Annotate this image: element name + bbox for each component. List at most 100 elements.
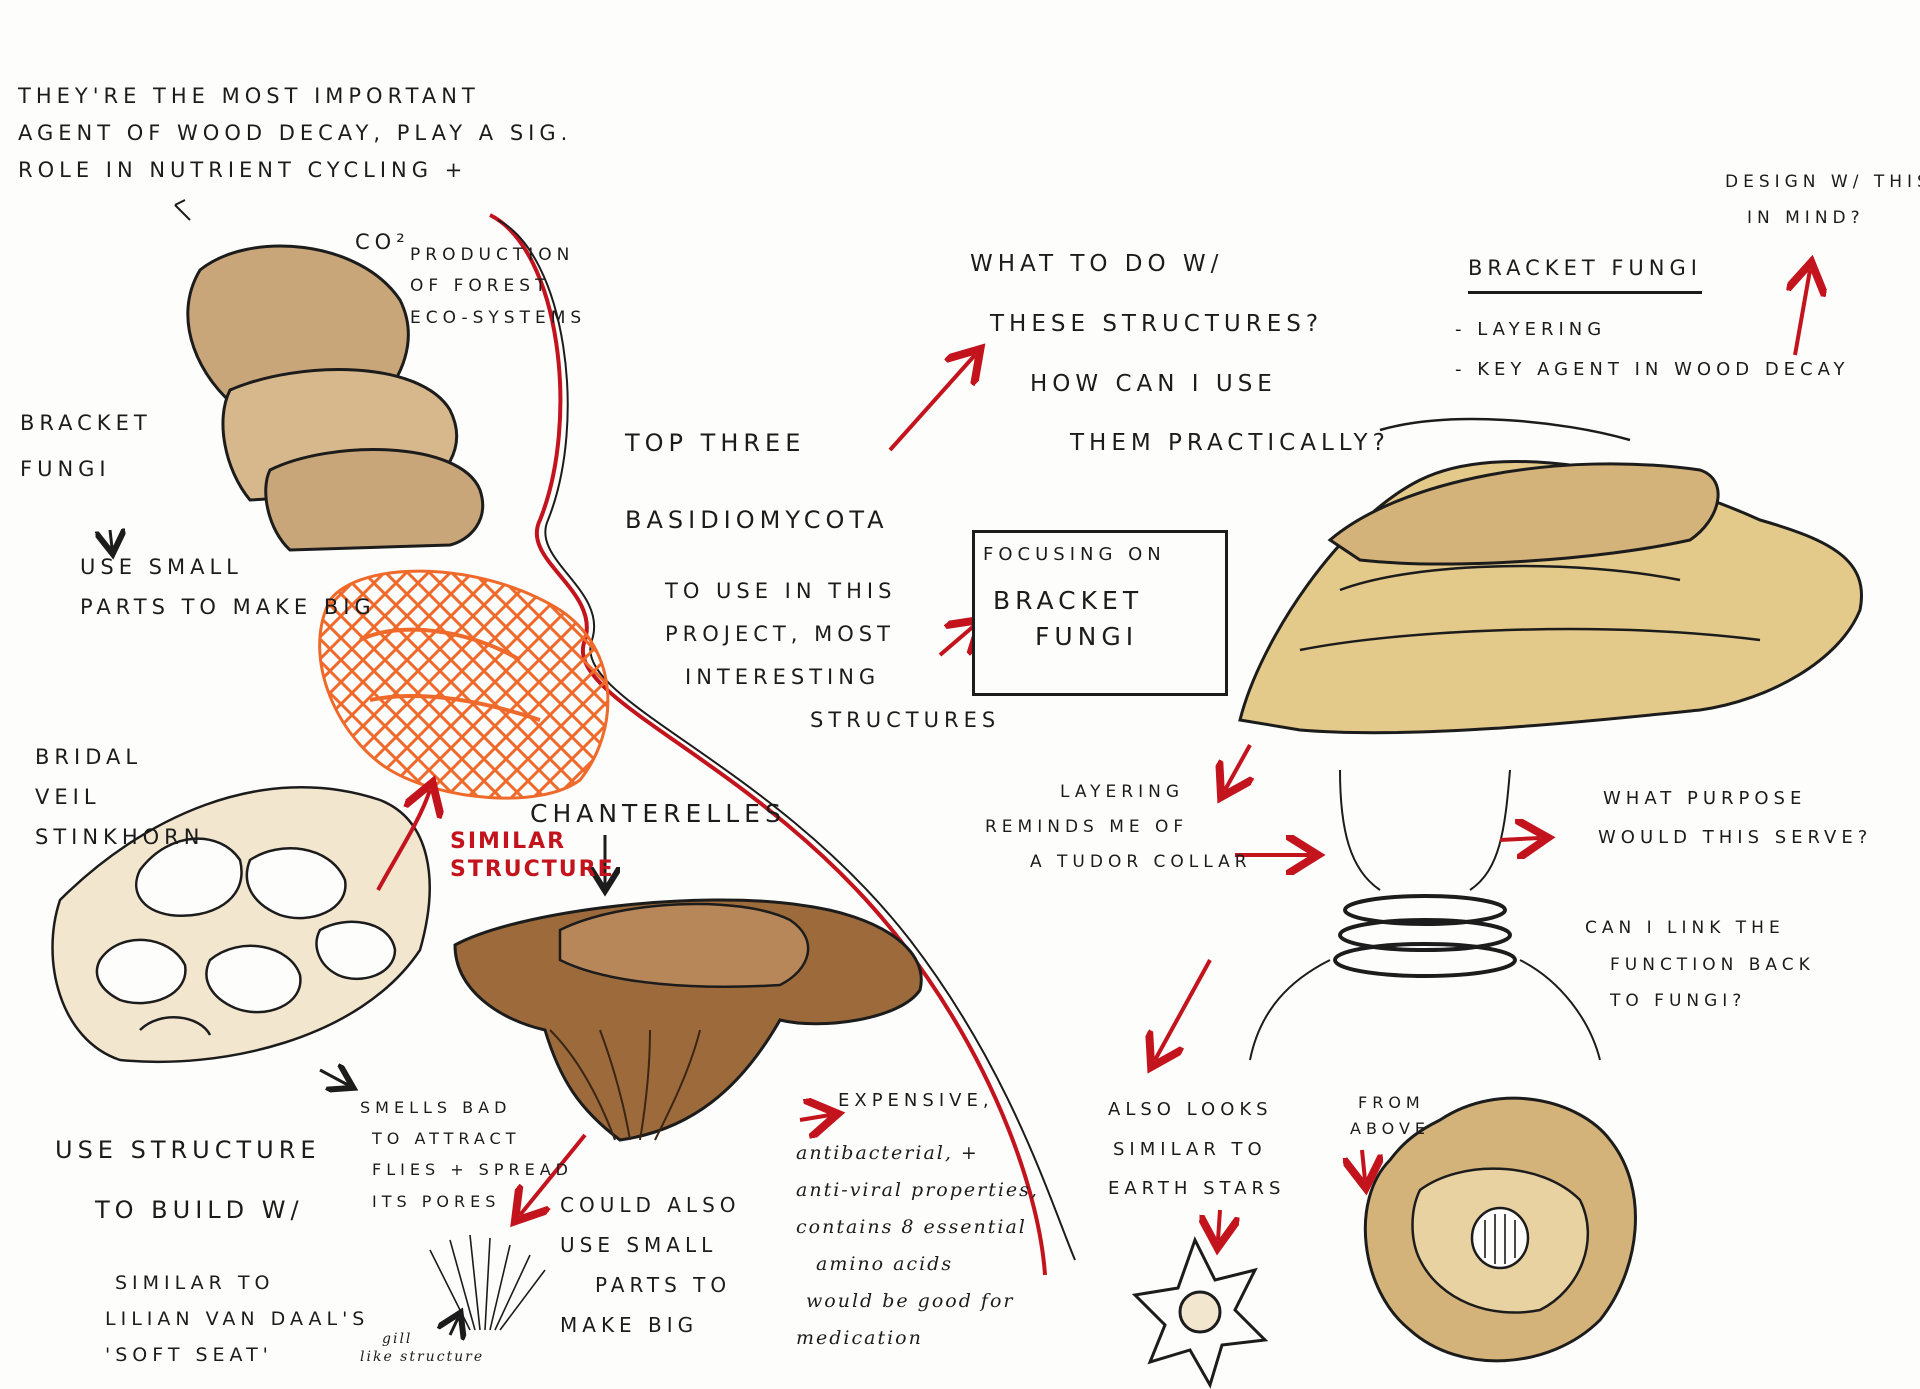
note-line: medication — [796, 1327, 923, 1350]
focus-subject: BRACKET FUNGI — [993, 583, 1143, 656]
note-line: anti-viral properties, — [796, 1179, 1039, 1202]
what-purpose-note: WHAT PURPOSE WOULD THIS SERVE? — [1598, 780, 1872, 857]
orange-mesh-sample — [318, 569, 610, 800]
note-line: A TUDOR COLLAR — [1030, 851, 1252, 872]
bracket-fungi-heading: BRACKET FUNGI — [1468, 250, 1702, 294]
note-line: USE STRUCTURE — [55, 1136, 321, 1164]
note-line: ALSO LOOKS — [1108, 1099, 1273, 1120]
note-line: THESE STRUCTURES? — [990, 310, 1324, 337]
note-line: STINKHORN — [35, 824, 205, 849]
note-line: HOW CAN I USE — [1030, 370, 1277, 397]
black-arrows — [110, 530, 605, 1335]
note-line: gill — [382, 1331, 413, 1347]
note-line: BRACKET — [20, 411, 152, 435]
note-line: TO FUNGI? — [1610, 991, 1747, 1012]
note-line: FUNGI — [1035, 622, 1139, 652]
note-line: BASIDIOMYCOTA — [625, 505, 889, 534]
what-to-do-note: WHAT TO DO W/ THESE STRUCTURES? HOW CAN … — [970, 235, 1390, 474]
note-line: CAN I LINK THE — [1585, 918, 1785, 938]
properties-note: antibacterial, + anti-viral properties, … — [796, 1135, 1039, 1357]
note-line: EARTH STARS — [1108, 1178, 1286, 1200]
note-line: antibacterial, + — [796, 1142, 979, 1164]
could-also-note: COULD ALSO USE SMALL PARTS TO MAKE BIG — [560, 1185, 741, 1345]
note-line: DESIGN W/ THIS — [1725, 172, 1920, 192]
note-line: PARTS TO MAKE BIG — [80, 594, 376, 619]
production-note: PRODUCTION OF FOREST ECO-SYSTEMS — [410, 240, 586, 334]
red-arrows — [376, 270, 1810, 1240]
note-line: MAKE BIG — [560, 1313, 699, 1337]
note-line: BRACKET — [993, 586, 1144, 615]
note-line: INTERESTING — [685, 665, 881, 690]
note-line: REMINDS ME OF — [985, 816, 1189, 837]
smells-bad-note: SMELLS BAD TO ATTRACT FLIES + SPREAD ITS… — [360, 1092, 573, 1217]
focusing-on-label: FOCUSING ON — [983, 544, 1166, 565]
large-bracket-fungi-drawing — [1238, 417, 1863, 735]
note-line: ROLE IN NUTRIENT CYCLING + — [18, 157, 468, 182]
note-line: AGENT OF WOOD DECAY, PLAY A SIG. — [18, 120, 573, 145]
note-line: SIMILAR TO — [1113, 1138, 1267, 1160]
note-line: SMELLS BAD — [360, 1098, 512, 1117]
note-line: THEM PRACTICALLY? — [1070, 430, 1390, 457]
tudor-collar-figure — [1249, 769, 1601, 1061]
note-line: FUNGI — [20, 457, 111, 482]
note-line: amino acids — [816, 1253, 954, 1276]
note-line: TO ATTRACT — [372, 1129, 521, 1149]
note-line: IN MIND? — [1747, 207, 1865, 228]
co2-label: CO² — [355, 230, 410, 254]
note-line: ECO-SYSTEMS — [410, 307, 587, 328]
note-line: STRUCTURES — [810, 708, 1001, 733]
bridal-veil-lattice-drawing — [51, 786, 431, 1064]
note-line: BRIDAL — [35, 745, 143, 769]
note-line: ITS PORES — [372, 1191, 501, 1211]
earth-star-drawing — [1131, 1236, 1269, 1389]
note-line: TO BUILD W/ — [95, 1196, 304, 1224]
note-line: FROM — [1358, 1093, 1425, 1112]
note-line: COULD ALSO — [560, 1193, 741, 1217]
chanterelle-drawing — [453, 898, 923, 1142]
note-line: VEIL — [35, 784, 101, 809]
note-line: USE SMALL — [560, 1233, 718, 1257]
similar-structure-label: SIMILAR STRUCTURE — [450, 828, 615, 883]
bracket-fungi-stack-drawing — [174, 199, 485, 552]
note-line: SIMILAR TO — [115, 1272, 275, 1294]
note-line: like structure — [360, 1349, 485, 1366]
can-i-link-note: CAN I LINK THE FUNCTION BACK TO FUNGI? — [1585, 910, 1815, 1020]
use-small-parts-note: USE SMALL PARTS TO MAKE BIG — [80, 548, 376, 628]
note-line: USE SMALL — [80, 555, 243, 579]
chanterelles-label: CHANTERELLES — [530, 799, 786, 828]
bracket-fungi-points: - LAYERING - KEY AGENT IN WOOD DECAY — [1455, 310, 1850, 389]
note-line: PROJECT, MOST — [665, 622, 895, 647]
use-structure-note: USE STRUCTURE TO BUILD W/ — [55, 1120, 321, 1240]
note-line: PARTS TO — [595, 1273, 732, 1297]
note-line: LAYERING — [1060, 782, 1185, 802]
gill-like-caption: gill like structure — [360, 1330, 484, 1366]
note-line: TOP THREE — [625, 429, 806, 457]
note-line: TO USE IN THIS — [665, 579, 897, 603]
to-use-note: TO USE IN THIS PROJECT, MOST INTERESTING… — [665, 570, 1000, 742]
top-three-note: TOP THREE BASIDIOMYCOTA — [625, 405, 889, 559]
note-line: - KEY AGENT IN WOOD DECAY — [1455, 358, 1850, 380]
gill-structure-sketch — [429, 1234, 546, 1331]
bridal-veil-label: BRIDAL VEIL STINKHORN — [35, 738, 204, 858]
note-line: LILIAN VAN DAAL'S — [105, 1308, 370, 1331]
note-line: WOULD THIS SERVE? — [1598, 826, 1873, 848]
note-line: OF FOREST — [410, 276, 551, 297]
earth-stars-note: ALSO LOOKS SIMILAR TO EARTH STARS — [1108, 1090, 1285, 1209]
note-line: WHAT TO DO W/ — [970, 251, 1224, 277]
lilian-van-daal-note: SIMILAR TO LILIAN VAN DAAL'S 'SOFT SEAT' — [105, 1265, 369, 1373]
from-above-note: FROM ABOVE — [1350, 1090, 1430, 1141]
design-with-note: DESIGN W/ THIS IN MIND? — [1725, 165, 1920, 236]
focus-box: FOCUSING ON BRACKET FUNGI — [972, 530, 1228, 696]
note-line: WHAT PURPOSE — [1603, 788, 1807, 809]
note-line: 'SOFT SEAT' — [105, 1344, 273, 1367]
note-line: FUNCTION BACK — [1610, 954, 1815, 975]
expensive-note: EXPENSIVE, — [838, 1090, 994, 1111]
note-line: would be good for — [806, 1290, 1015, 1313]
fungi-from-above-drawing — [1363, 1096, 1637, 1363]
note-line: STRUCTURE — [450, 856, 615, 882]
note-line: - LAYERING — [1455, 319, 1607, 340]
tudor-collar-note: LAYERING REMINDS ME OF A TUDOR COLLAR — [985, 775, 1252, 880]
note-line: THEY'RE THE MOST IMPORTANT — [18, 84, 480, 108]
bracket-fungi-left-label: BRACKET FUNGI — [20, 400, 152, 492]
